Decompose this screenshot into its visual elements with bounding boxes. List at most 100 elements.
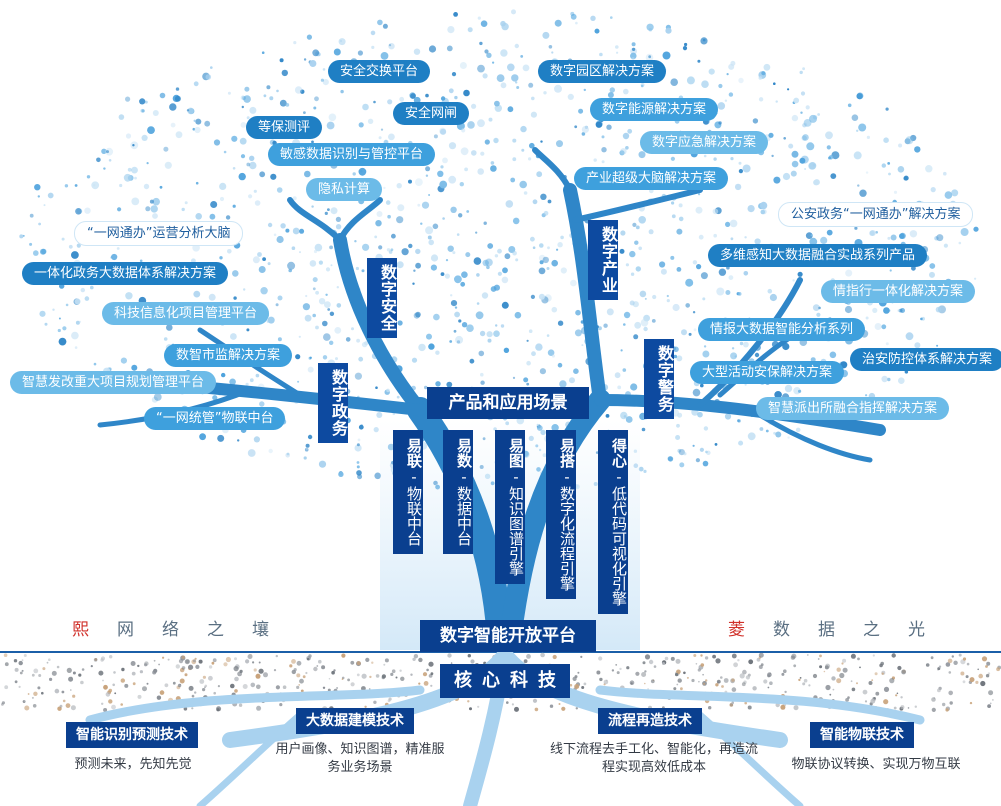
foliage-dot [501, 276, 509, 284]
foliage-dot [802, 67, 805, 71]
foliage-dot [58, 337, 67, 346]
foliage-dot [275, 303, 279, 307]
trunk-column[interactable]: 易图-知识图谱引擎 [495, 430, 525, 584]
soil-dot [341, 678, 344, 680]
right-ground-text: 数据之光 [773, 620, 953, 640]
security-item[interactable]: 隐私计算 [306, 178, 383, 201]
police-item[interactable]: 智慧派出所融合指挥解决方案 [756, 397, 950, 420]
soil-dot [879, 663, 883, 668]
soil-dot [19, 671, 23, 675]
police-item[interactable]: 治安防控体系解决方案 [850, 348, 1001, 371]
foliage-dot [334, 327, 342, 334]
soil-dot [829, 693, 832, 696]
police-item[interactable]: 情指行一体化解决方案 [821, 280, 976, 303]
industry-item[interactable]: 数字园区解决方案 [538, 60, 667, 83]
foliage-dot [260, 287, 268, 295]
government-item[interactable]: “一网统管”物联中台 [144, 407, 286, 430]
foliage-dot [787, 436, 790, 439]
soil-dot [641, 672, 647, 677]
foliage-dot [34, 184, 41, 191]
government-item[interactable]: 科技信息化项目管理平台 [102, 302, 270, 325]
foliage-dot [312, 313, 317, 318]
trunk-column[interactable]: 易搭-数字化流程引擎 [546, 430, 576, 599]
police-item[interactable]: 大型活动安保解决方案 [690, 361, 845, 384]
foliage-dot [159, 185, 163, 189]
left-ground-label: 熙网络之壤 [72, 615, 297, 640]
foliage-dot [717, 102, 726, 110]
soil-dot [90, 665, 93, 668]
foliage-dot [782, 172, 791, 181]
government-item[interactable]: 智慧发改重大项目规划管理平台 [10, 371, 217, 394]
foliage-dot [186, 109, 190, 112]
foliage-dot [351, 327, 354, 331]
foliage-dot [538, 293, 545, 300]
soil-dot [14, 680, 18, 684]
industry-item[interactable]: 数字应急解决方案 [640, 131, 769, 154]
foliage-dot [728, 63, 735, 70]
foliage-dot [329, 311, 335, 316]
foliage-dot [276, 187, 283, 193]
foliage-dot [38, 222, 41, 226]
security-item[interactable]: 敏感数据识别与管控平台 [268, 143, 436, 166]
police-item[interactable]: 多维感知大数据融合实战系列产品 [708, 244, 928, 267]
trunk-column[interactable]: 易数-数据中台 [443, 430, 473, 554]
foliage-dot [425, 93, 429, 98]
police-item[interactable]: 公安政务“一网通办”解决方案 [778, 202, 974, 227]
foliage-dot [666, 299, 670, 303]
technology-desc: 预测未来，先知先觉 [74, 757, 192, 772]
government-item[interactable]: 数智市监解决方案 [164, 344, 293, 367]
soil-dot [38, 674, 42, 677]
government-item[interactable]: “一网通办”运营分析大脑 [74, 221, 244, 246]
government-item[interactable]: 一体化政务大数据体系解决方案 [22, 262, 229, 285]
foliage-dot [725, 221, 731, 227]
foliage-dot [454, 95, 458, 100]
security-item[interactable]: 安全交换平台 [328, 60, 431, 83]
soil-dot [188, 685, 194, 691]
foliage-dot [738, 77, 744, 84]
foliage-dot [716, 287, 725, 296]
soil-dot [962, 657, 967, 661]
soil-dot [644, 682, 646, 685]
foliage-dot [738, 169, 744, 174]
foliage-dot [252, 256, 260, 264]
foliage-dot [62, 326, 67, 331]
soil-dot [162, 656, 165, 659]
foliage-dot [371, 45, 375, 50]
foliage-dot [134, 176, 137, 180]
foliage-dot [560, 267, 567, 274]
soil-dot [298, 684, 301, 686]
soil-dot [739, 673, 745, 679]
left-ground-text: 网络之壤 [117, 620, 297, 640]
foliage-dot [728, 92, 734, 97]
foliage-dot [520, 125, 527, 133]
foliage-dot [768, 132, 774, 138]
foliage-dot [376, 211, 383, 217]
foliage-dot [703, 426, 709, 431]
foliage-dot [267, 222, 273, 228]
foliage-dot [461, 271, 468, 279]
soil-dot [715, 683, 719, 687]
soil-dot [767, 672, 772, 677]
industry-item[interactable]: 产业超级大脑解决方案 [574, 167, 729, 190]
trunk-column[interactable]: 得心-低代码可视化引擎 [598, 430, 628, 614]
foliage-dot [556, 248, 559, 251]
soil-dot [225, 656, 231, 663]
foliage-dot [263, 94, 267, 98]
soil-dot [580, 655, 583, 659]
foliage-dot [809, 114, 817, 123]
foliage-dot [542, 31, 550, 39]
police-item[interactable]: 情报大数据智能分析系列 [698, 318, 866, 341]
soil-dot [202, 675, 206, 679]
foliage-dot [890, 234, 897, 241]
security-item[interactable]: 安全网闸 [393, 102, 470, 125]
security-item[interactable]: 等保测评 [246, 116, 323, 139]
soil-dot [841, 662, 844, 665]
foliage-dot [305, 447, 308, 450]
soil-dot [715, 658, 721, 664]
foliage-dot [511, 9, 516, 15]
foliage-dot [64, 184, 69, 188]
trunk-column[interactable]: 易联-物联中台 [393, 430, 423, 554]
industry-item[interactable]: 数字能源解决方案 [590, 98, 719, 121]
foliage-dot [47, 192, 54, 199]
foliage-dot [872, 307, 878, 313]
